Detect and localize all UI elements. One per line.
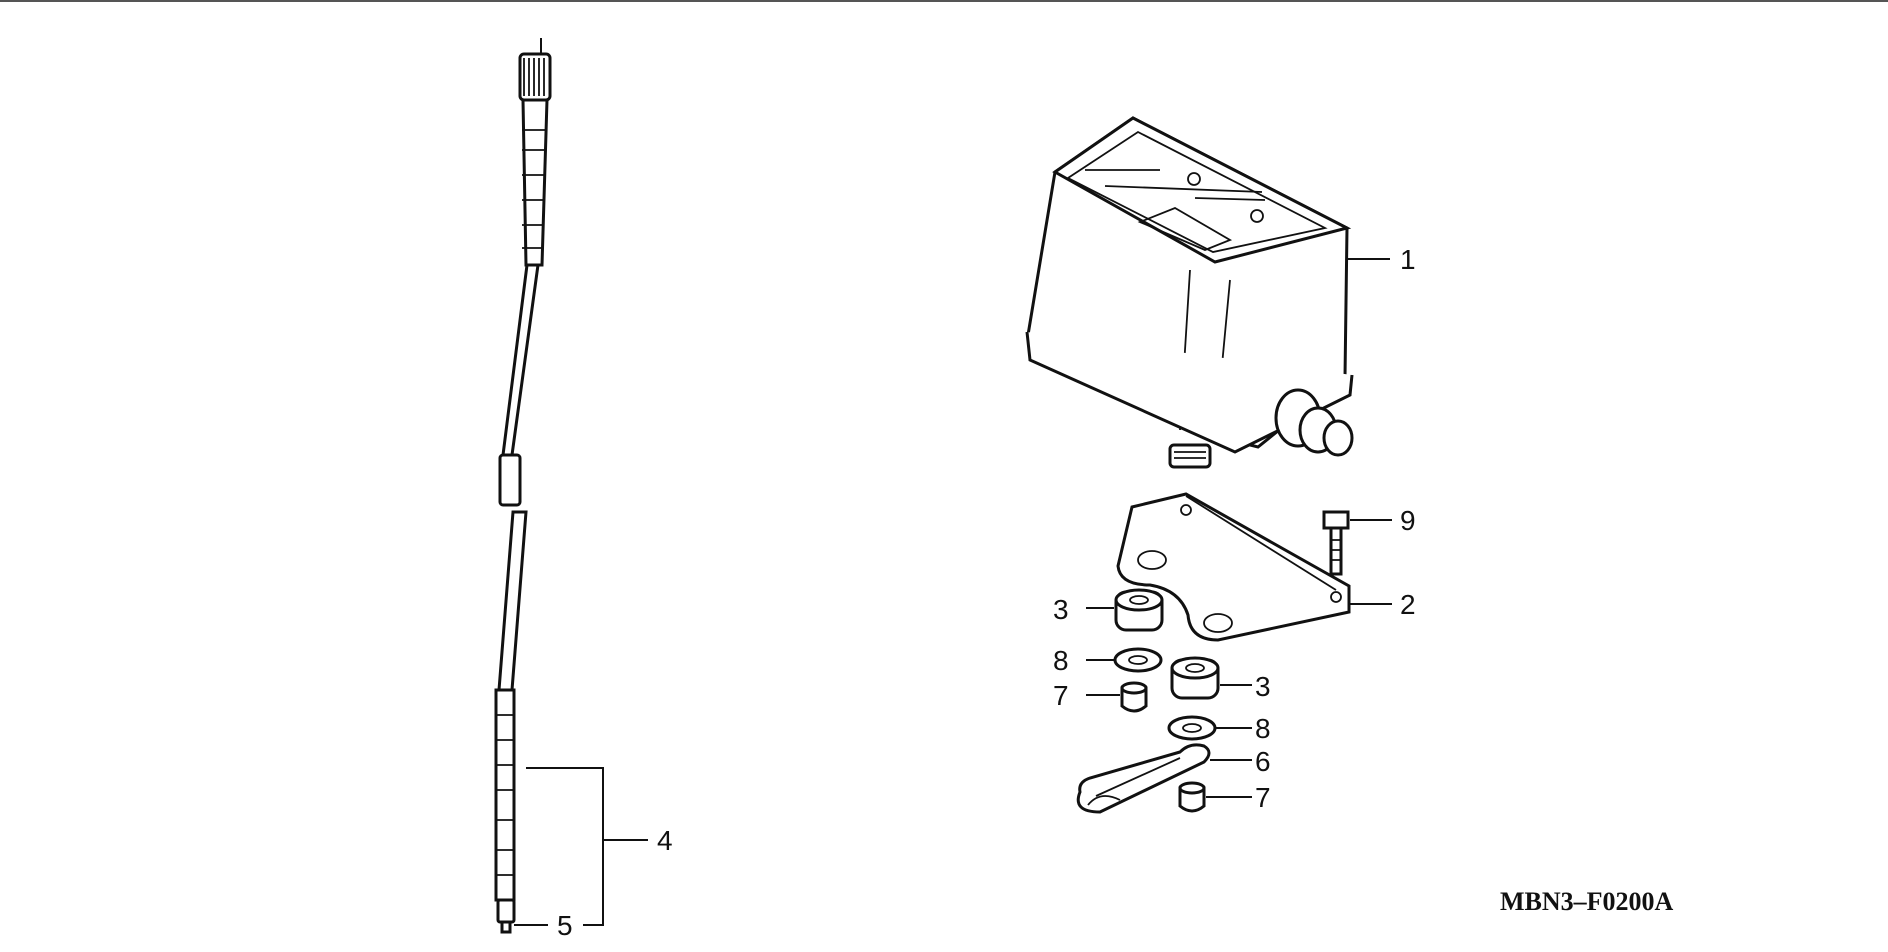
callout-3-lower: 3 [1255,671,1271,702]
drawing-code: MBN3–F0200A [1500,887,1674,916]
bracket [1116,492,1392,642]
callout-7-lower: 7 [1255,782,1271,813]
callout-2: 2 [1400,589,1416,620]
callout-4: 4 [657,825,673,856]
callout-8-upper: 8 [1053,645,1069,676]
callout-6: 6 [1255,746,1271,777]
top-border [0,0,1888,2]
cable-callout [514,767,648,926]
callout-8-lower: 8 [1255,713,1271,744]
speedometer-cable [494,38,552,934]
cable-fitting [1274,388,1354,457]
grommet-lower [1170,656,1252,700]
callout-5: 5 [557,910,573,941]
callout-9: 9 [1400,505,1416,536]
washer-lower [1167,715,1252,741]
strap [1076,743,1252,814]
callout-1: 1 [1400,244,1416,275]
callout-7-upper: 7 [1053,680,1069,711]
nut-lower [1178,781,1252,813]
bolt [1322,510,1392,576]
nut-upper [1086,681,1148,713]
grommet-upper [1086,588,1164,632]
callout-3-upper: 3 [1053,594,1069,625]
washer-upper [1086,647,1163,673]
meter-case [1025,116,1390,469]
